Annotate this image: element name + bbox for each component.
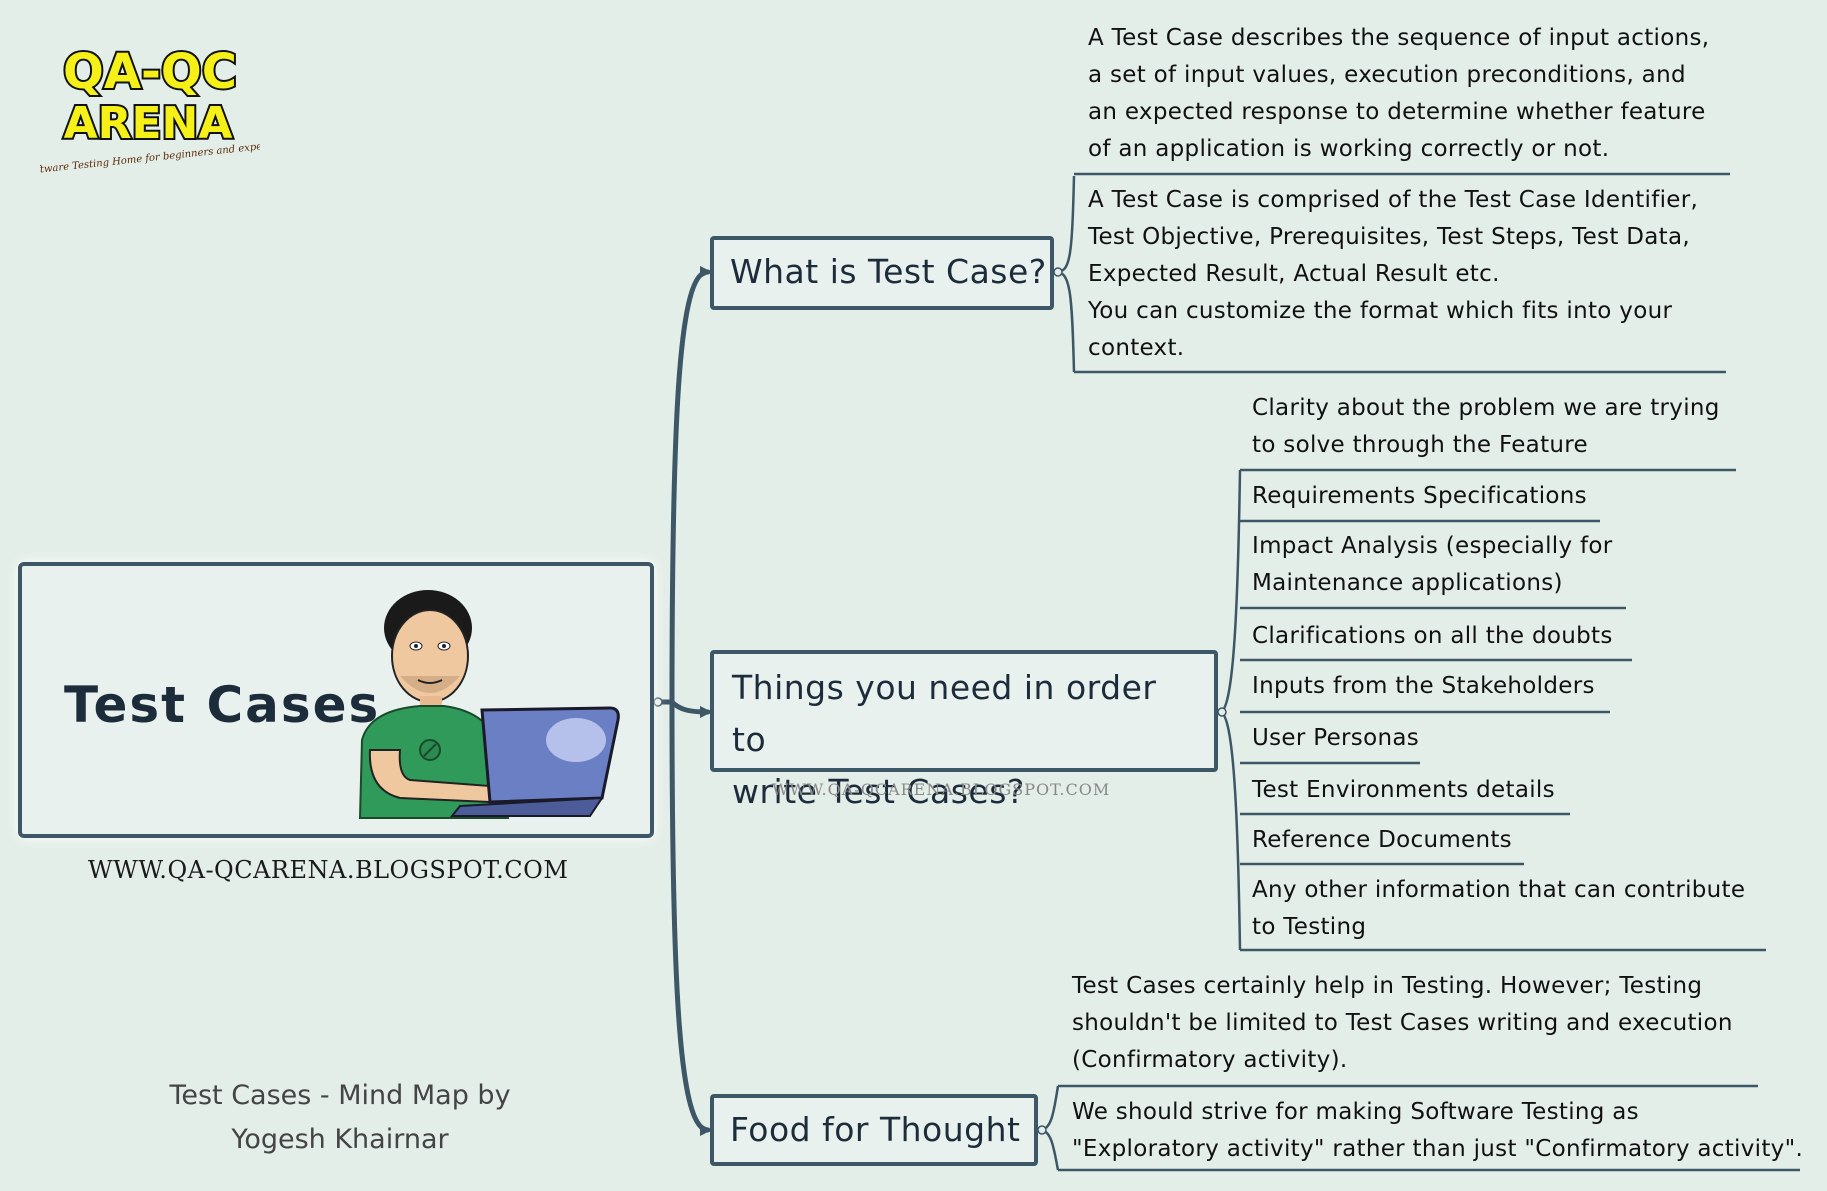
note-line: User Personas bbox=[1252, 725, 1419, 751]
note-requirements: Requirements Specifications bbox=[1252, 478, 1587, 515]
note-line: A Test Case describes the sequence of in… bbox=[1088, 25, 1710, 51]
topic-food-for-thought[interactable]: Food for Thought bbox=[710, 1094, 1038, 1166]
topic-label-line2: write Test Cases? bbox=[732, 772, 1025, 811]
note-what-is-components: A Test Case is comprised of the Test Cas… bbox=[1088, 182, 1698, 367]
credit-line2: Yogesh Khairnar bbox=[231, 1124, 449, 1155]
note-line: context. bbox=[1088, 335, 1185, 361]
person-with-laptop-illustration bbox=[358, 590, 620, 819]
note-impact-analysis: Impact Analysis (especially for Maintena… bbox=[1252, 528, 1613, 602]
note-line: Test Cases certainly help in Testing. Ho… bbox=[1072, 973, 1703, 999]
central-node[interactable]: Test Cases bbox=[18, 562, 654, 838]
note-reference-documents: Reference Documents bbox=[1252, 822, 1512, 859]
note-line: (Confirmatory activity). bbox=[1072, 1047, 1348, 1073]
note-line: Inputs from the Stakeholders bbox=[1252, 673, 1595, 699]
qa-qc-arena-logo: QA-QC ARENA Software Testing Home for be… bbox=[40, 42, 260, 176]
note-test-environments: Test Environments details bbox=[1252, 772, 1555, 809]
note-line: a set of input values, execution precond… bbox=[1088, 62, 1686, 88]
note-line: Clarity about the problem we are trying bbox=[1252, 395, 1720, 421]
note-line: Clarifications on all the doubts bbox=[1252, 623, 1613, 649]
connector-to-what-is bbox=[669, 269, 711, 705]
note-line: Test Objective, Prerequisites, Test Step… bbox=[1088, 224, 1690, 250]
connector-to-food bbox=[669, 699, 711, 1133]
topic-what-is-test-case[interactable]: What is Test Case? bbox=[710, 236, 1054, 310]
bracket-things bbox=[1219, 469, 1242, 951]
note-testing-help: Test Cases certainly help in Testing. Ho… bbox=[1072, 968, 1733, 1079]
note-line: Reference Documents bbox=[1252, 827, 1512, 853]
note-line: to Testing bbox=[1252, 914, 1367, 940]
note-line: A Test Case is comprised of the Test Cas… bbox=[1088, 187, 1699, 213]
central-site-url: WWW.QA-QCARENA.BLOGSPOT.COM bbox=[88, 856, 569, 884]
watermark-url: WWW.QA-QCARENA.BLOGSPOT.COM bbox=[772, 780, 1111, 799]
note-any-other-info: Any other information that can contribut… bbox=[1252, 872, 1745, 946]
note-line: Requirements Specifications bbox=[1252, 483, 1587, 509]
logo-line1: QA-QC bbox=[63, 44, 237, 100]
note-line: Any other information that can contribut… bbox=[1252, 877, 1746, 903]
bracket-food bbox=[1039, 1085, 1060, 1171]
note-user-personas: User Personas bbox=[1252, 720, 1419, 757]
note-line: Impact Analysis (especially for bbox=[1252, 533, 1613, 559]
note-stakeholders: Inputs from the Stakeholders bbox=[1252, 668, 1595, 705]
note-line: We should strive for making Software Tes… bbox=[1072, 1099, 1639, 1125]
credit-line1: Test Cases - Mind Map by bbox=[169, 1080, 511, 1111]
note-what-is-definition: A Test Case describes the sequence of in… bbox=[1088, 20, 1709, 168]
note-line: You can customize the format which fits … bbox=[1088, 298, 1673, 324]
note-line: Expected Result, Actual Result etc. bbox=[1088, 261, 1500, 287]
topic-label-line1: Things you need in order to bbox=[732, 668, 1157, 759]
note-line: Test Environments details bbox=[1252, 777, 1555, 803]
note-line: an expected response to determine whethe… bbox=[1088, 99, 1706, 125]
note-exploratory: We should strive for making Software Tes… bbox=[1072, 1094, 1803, 1168]
topic-things-you-need[interactable]: Things you need in order to write Test C… bbox=[710, 650, 1218, 811]
credit-text: Test Cases - Mind Map by Yogesh Khairnar bbox=[150, 1074, 530, 1162]
note-clarity: Clarity about the problem we are trying … bbox=[1252, 390, 1720, 464]
note-line: Maintenance applications) bbox=[1252, 570, 1563, 596]
note-line: "Exploratory activity" rather than just … bbox=[1072, 1136, 1804, 1162]
note-line: of an application is working correctly o… bbox=[1088, 136, 1610, 162]
topic-label: What is Test Case? bbox=[730, 252, 1047, 291]
central-title: Test Cases bbox=[64, 676, 381, 734]
note-line: to solve through the Feature bbox=[1252, 432, 1588, 458]
note-line: shouldn't be limited to Test Cases writi… bbox=[1072, 1010, 1733, 1036]
note-clarifications: Clarifications on all the doubts bbox=[1252, 618, 1613, 655]
logo-line2: ARENA bbox=[64, 98, 233, 149]
bracket-what-is bbox=[1055, 175, 1076, 373]
connector-to-things bbox=[669, 699, 711, 715]
topic-label: Food for Thought bbox=[730, 1110, 1021, 1149]
